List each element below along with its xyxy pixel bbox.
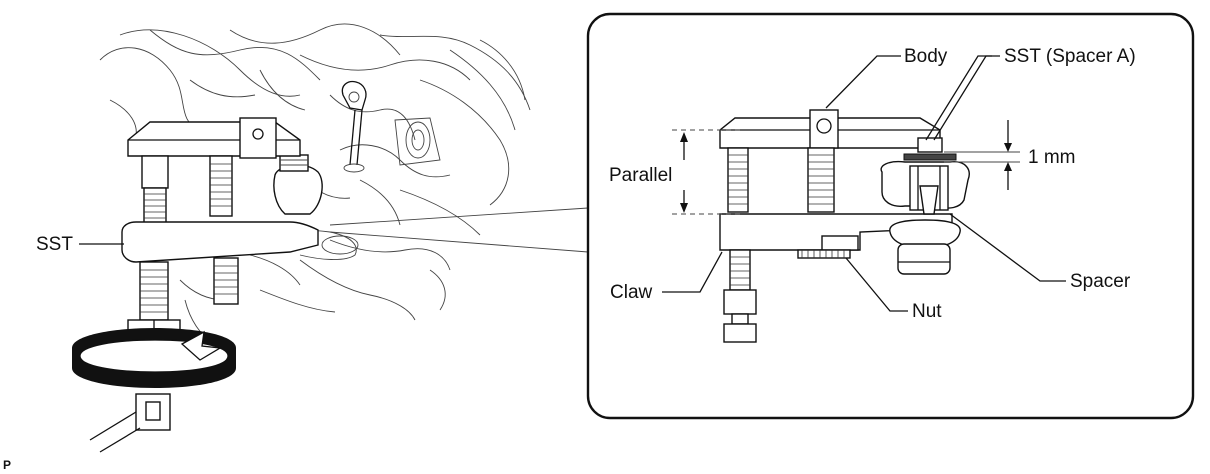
zoom-line-lower [329,231,589,253]
parallel-label: Parallel [609,165,672,186]
body-leader [825,55,901,109]
nut-label: Nut [912,301,942,322]
sst-puller-tool [121,117,319,361]
body-label: Body [904,46,948,67]
detail-left-screw-threads [728,154,748,205]
claw-leader [662,251,723,293]
gap-dimension [944,120,1020,190]
sst-spacer-a-label: SST (Spacer A) [1004,46,1136,67]
sst-left-label: SST [36,234,73,255]
drive-screw-threads [140,269,168,313]
spacer-leader [949,213,1066,282]
corner-code-label: P [3,458,11,472]
parallel-dimension [672,129,740,215]
nut-leader [845,257,908,312]
claw-label: Claw [610,282,653,303]
middle-screw-threads [210,163,232,207]
detail-center-screw-threads [808,154,834,205]
wrench-drawing [89,393,171,453]
zoom-line-upper [329,207,589,226]
gap-label: 1 mm [1028,147,1076,168]
lower-screw-threads [214,265,238,295]
rotation-arrow-icon [72,328,236,388]
detail-lower-screw-threads [730,256,750,286]
spacer-label: Spacer [1070,271,1131,292]
spacer-a-plate [903,153,957,161]
detail-nut-threads [801,250,845,258]
